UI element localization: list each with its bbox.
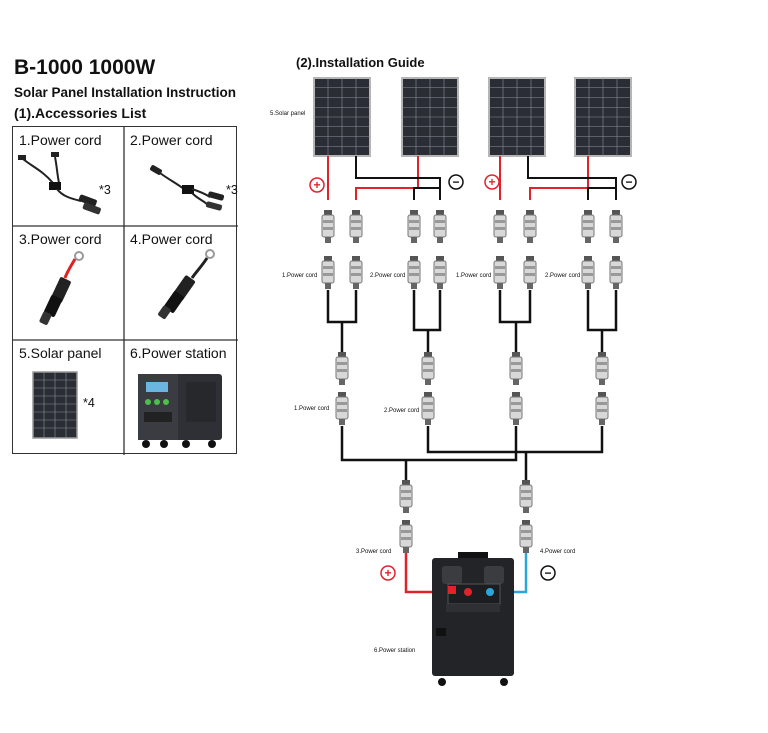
plus-icon [484, 174, 500, 190]
accessories-heading: (1).Accessories List [14, 105, 147, 121]
accessory-qty: *3 [99, 183, 111, 197]
accessory-cell-3: 3.Power cord [13, 226, 124, 340]
accessory-label: 3.Power cord [19, 231, 102, 247]
svg-text:−: − [452, 175, 459, 189]
power-station-icon [138, 374, 222, 448]
ring-terminal-cable-black-icon [158, 249, 215, 319]
accessories-grid-lines [13, 127, 238, 455]
svg-text:+: + [313, 178, 320, 192]
minus-icon [621, 174, 637, 190]
page-subtitle: Solar Panel Installation Instruction [14, 85, 237, 100]
y-branch-cable-icon [150, 165, 225, 211]
svg-text:+: + [384, 566, 391, 580]
plus-icon [309, 177, 325, 193]
accessory-cell-6: 6.Power station [124, 340, 238, 455]
accessories-table: 1.Power cord *3 2.Power cord *3 3.Power [12, 126, 238, 455]
accessory-qty: *3 [226, 183, 238, 197]
accessory-cell-2: 2.Power cord *3 [124, 127, 238, 226]
accessory-cell-5: 5.Solar panel *4 [13, 340, 124, 455]
solar-panel-row [313, 77, 632, 157]
solar-panel-3 [488, 77, 546, 157]
lower-connectors [399, 479, 533, 554]
minus-icon [448, 174, 464, 190]
station-label: 6.Power station [374, 648, 415, 654]
cord-label: 2.Power cord [545, 273, 580, 279]
svg-text:+: + [488, 175, 495, 189]
solar-panel-label: 5.Solar panel [270, 111, 305, 117]
combiner-wires [340, 426, 604, 480]
svg-text:−: − [544, 566, 551, 580]
ring-terminal-cable-red-icon [39, 251, 84, 325]
accessory-cell-4: 4.Power cord [124, 226, 238, 340]
accessory-qty: *4 [83, 396, 95, 410]
minus-icon [540, 565, 556, 581]
accessory-cell-1: 1.Power cord *3 [13, 127, 124, 226]
solar-panel-1 [313, 77, 371, 157]
solar-panel-2 [401, 77, 459, 157]
mid-connectors [335, 351, 609, 426]
cord-label: 2.Power cord [370, 273, 405, 279]
cord-label: 3.Power cord [356, 549, 391, 555]
accessory-label: 1.Power cord [19, 132, 102, 148]
cord-label: 2.Power cord [384, 408, 419, 414]
installation-guide-heading: (2).Installation Guide [296, 55, 425, 70]
plus-icon [380, 565, 396, 581]
y-branch-wires [326, 290, 618, 352]
accessory-label: 5.Solar panel [19, 345, 102, 361]
solar-panel-icon [32, 371, 78, 439]
diagram-labels: 1.Power cord 2.Power cord 1.Power cord 2… [282, 273, 580, 654]
solar-panel-4 [574, 77, 632, 157]
y-branch-cable-icon [18, 152, 101, 215]
accessory-label: 6.Power station [130, 345, 227, 361]
power-station [432, 552, 514, 686]
accessory-label: 2.Power cord [130, 132, 213, 148]
cord-label: 4.Power cord [540, 549, 575, 555]
cord-label: 1.Power cord [294, 406, 329, 412]
page-title: B-1000 1000W [14, 56, 156, 79]
polarity-markers: + − + − [309, 174, 637, 193]
svg-text:−: − [625, 175, 632, 189]
cord-label: 1.Power cord [456, 273, 491, 279]
cord-label: 1.Power cord [282, 273, 317, 279]
accessory-label: 4.Power cord [130, 231, 213, 247]
panel-wires [327, 156, 617, 200]
